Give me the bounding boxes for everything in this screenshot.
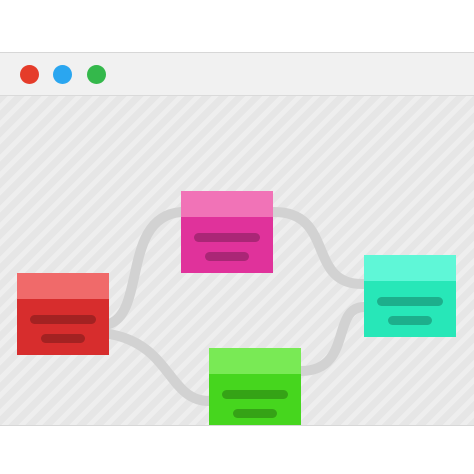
connector-red-to-pink [104, 207, 186, 329]
red-node[interactable] [17, 273, 109, 355]
browser-window [0, 52, 474, 426]
pink-node-header [181, 191, 273, 217]
teal-node-line-short [388, 316, 432, 325]
teal-node-header [364, 255, 456, 281]
connector-pink-to-teal [268, 206, 369, 290]
red-node-line-long [30, 315, 96, 324]
teal-node-line-long [377, 297, 443, 306]
pink-node-line-long [194, 233, 260, 242]
workflow-canvas [0, 96, 474, 425]
connector-lines [104, 206, 369, 406]
green-node[interactable] [209, 348, 301, 425]
red-dot-icon[interactable] [20, 65, 39, 84]
pink-node-line-short [205, 252, 249, 261]
window-titlebar [0, 53, 474, 96]
green-node-line-long [222, 390, 288, 399]
connector-red-to-green [104, 329, 214, 406]
teal-node[interactable] [364, 255, 456, 337]
connector-green-to-teal [296, 302, 369, 376]
red-node-line-short [41, 334, 85, 343]
pink-node[interactable] [181, 191, 273, 273]
green-node-line-short [233, 409, 277, 418]
green-dot-icon[interactable] [87, 65, 106, 84]
red-node-header [17, 273, 109, 299]
blue-dot-icon[interactable] [53, 65, 72, 84]
green-node-header [209, 348, 301, 374]
